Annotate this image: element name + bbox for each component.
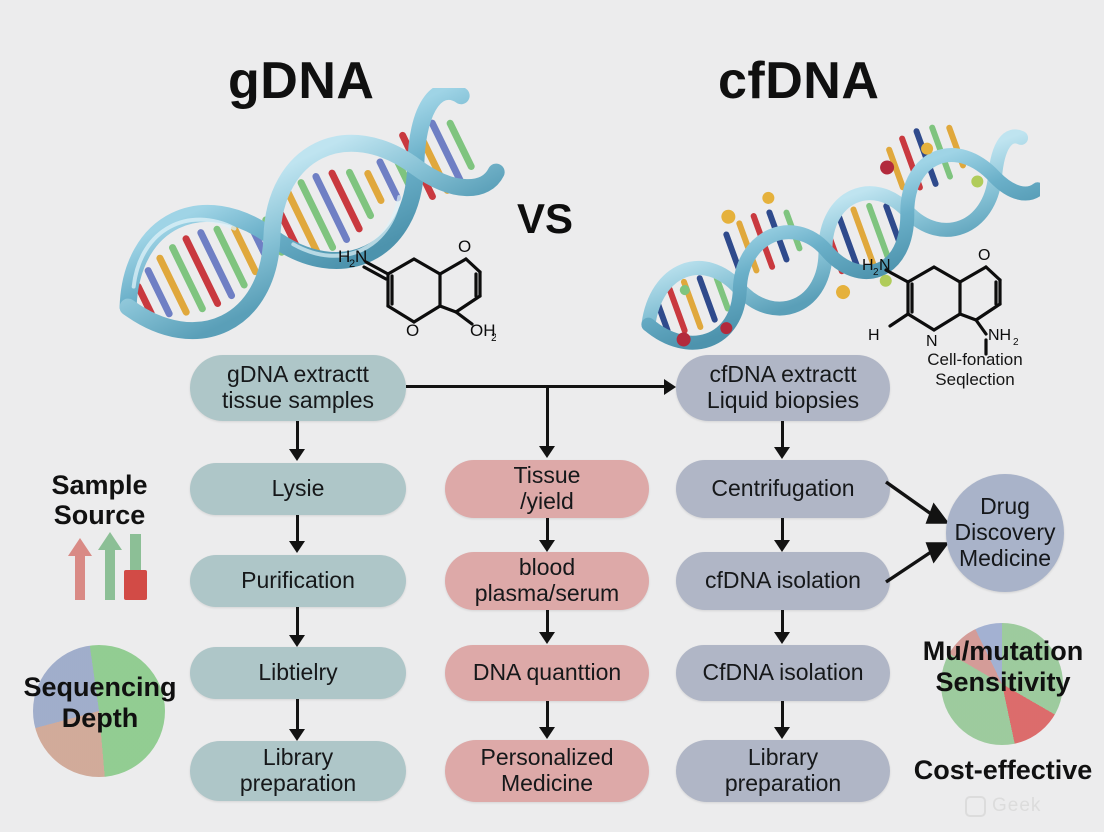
svg-text:N: N — [355, 247, 367, 266]
sample-source-arrows-icon — [68, 532, 147, 600]
arrow-head — [774, 447, 790, 459]
right-molecule-caption: Cell-fonation Seqlection — [927, 350, 1023, 390]
circle-drug-discovery[interactable]: Drug Discovery Medicine — [946, 474, 1064, 592]
arrow-head — [289, 635, 305, 647]
node-label: gDNA extractt tissue samples — [221, 361, 375, 413]
node-label: Libtielry — [258, 659, 338, 686]
node-libtielry[interactable]: Libtielry — [190, 647, 406, 699]
node-label: DNA quanttion — [472, 659, 622, 686]
node-tissue-yield[interactable]: Tissue /yield — [445, 460, 649, 518]
node-label: Personalized Medicine — [480, 744, 614, 796]
arrow-branch-to-middle — [546, 386, 549, 446]
node-cfdna-isolation-2[interactable]: CfDNA isolation — [676, 645, 890, 701]
node-personalized-medicine[interactable]: Personalized Medicine — [445, 740, 649, 802]
node-label: Purification — [241, 567, 355, 594]
mutation-sensitivity-pie-chart — [941, 623, 1063, 745]
arrow-head — [289, 449, 305, 461]
node-label: Lysie — [271, 475, 325, 502]
svg-text:H: H — [338, 247, 350, 266]
arrow-middle-2 — [546, 610, 549, 632]
svg-text:O: O — [978, 247, 990, 264]
arrow-head — [539, 540, 555, 552]
arrow-top-connector — [406, 385, 666, 388]
svg-text:H: H — [868, 327, 880, 344]
svg-text:H: H — [862, 257, 874, 274]
cfdna-helix-illustration — [641, 124, 1040, 350]
svg-text:N: N — [926, 333, 938, 350]
arrow-cfdna-4 — [781, 701, 784, 727]
svg-text:2: 2 — [491, 332, 496, 344]
node-blood-plasma-serum[interactable]: blood plasma/serum — [445, 552, 649, 610]
node-label: CfDNA isolation — [702, 659, 864, 686]
vs-label: VS — [517, 195, 574, 242]
node-label: cfDNA isolation — [705, 567, 861, 594]
node-cfdna-extract[interactable]: cfDNA extractt Liquid biopsies — [676, 355, 890, 421]
svg-text:2: 2 — [1013, 337, 1019, 348]
label-sequencing-depth: Sequencing Depth — [23, 672, 177, 734]
node-label: Centrifugation — [711, 475, 855, 502]
arrow-middle-3 — [546, 701, 549, 727]
arrow-gdna-2 — [296, 515, 299, 541]
label-sample-source: Sample Source — [51, 470, 148, 531]
node-library-preparation-gdna[interactable]: Library preparation — [190, 741, 406, 801]
watermark-text: Geek — [992, 795, 1042, 816]
arrow-head — [289, 729, 305, 741]
arrow-gdna-4 — [296, 699, 299, 729]
svg-text:N: N — [879, 257, 891, 274]
arrow-head — [774, 632, 790, 644]
svg-text:2: 2 — [873, 267, 879, 278]
arrow-head — [774, 540, 790, 552]
arrow-gdna-1 — [296, 421, 299, 449]
svg-text:NH: NH — [988, 327, 1011, 344]
arrows-to-drug-discovery — [885, 480, 950, 584]
svg-text:O: O — [458, 237, 471, 256]
right-molecule-structure: H 2 N O H N NH 2 — [862, 247, 1019, 356]
node-gdna-extract[interactable]: gDNA extractt tissue samples — [190, 355, 406, 421]
arrow-cfdna-1 — [781, 421, 784, 447]
node-label: cfDNA extractt Liquid biopsies — [706, 361, 860, 413]
arrow-head — [774, 727, 790, 739]
node-dna-quanttion[interactable]: DNA quanttion — [445, 645, 649, 701]
label-cost-effective: Cost-effective — [913, 755, 1093, 785]
watermark-ring-icon — [965, 795, 986, 817]
node-purification[interactable]: Purification — [190, 555, 406, 607]
svg-text:O: O — [406, 321, 419, 340]
arrow-head — [664, 379, 676, 395]
page-title-gdna: gDNA — [228, 52, 375, 110]
node-label: Library preparation — [239, 744, 357, 796]
arrow-head — [289, 541, 305, 553]
node-centrifugation[interactable]: Centrifugation — [676, 460, 890, 518]
node-cfdna-isolation[interactable]: cfDNA isolation — [676, 552, 890, 610]
node-lysie[interactable]: Lysie — [190, 463, 406, 515]
svg-text:OH: OH — [470, 321, 496, 340]
node-library-preparation-cfdna[interactable]: Library preparation — [676, 740, 890, 802]
svg-text:2: 2 — [349, 258, 355, 270]
label-mutation-sensitivity: Mu/mutation Sensitivity — [922, 636, 1084, 698]
arrow-gdna-3 — [296, 607, 299, 635]
arrow-head — [539, 446, 555, 458]
arrow-cfdna-3 — [781, 610, 784, 632]
left-molecule-structure: H 2 N O O OH 2 — [338, 237, 496, 344]
node-label: Tissue /yield — [513, 462, 581, 514]
watermark: Geek — [965, 795, 1041, 817]
page-title-cfdna: cfDNA — [718, 52, 880, 110]
arrow-head — [539, 632, 555, 644]
node-label: Library preparation — [724, 744, 842, 796]
arrow-cfdna-2 — [781, 518, 784, 540]
node-label: blood plasma/serum — [474, 554, 620, 606]
arrow-head — [539, 727, 555, 739]
arrow-middle-1 — [546, 518, 549, 540]
sequencing-depth-pie-chart — [33, 645, 165, 777]
gdna-helix-illustration — [119, 88, 505, 340]
